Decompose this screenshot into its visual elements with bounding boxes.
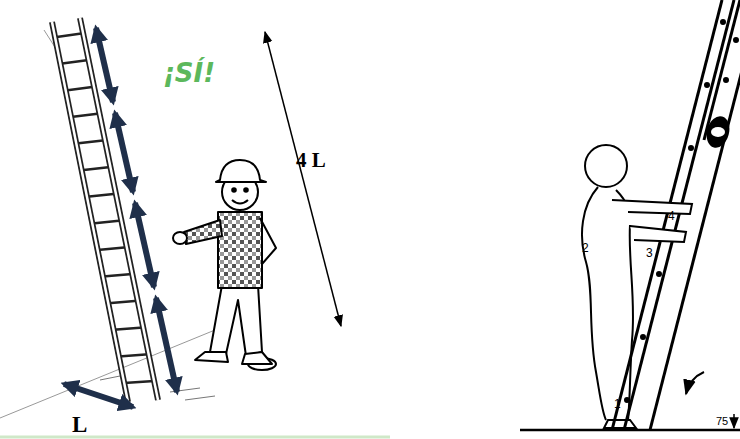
callout-number: 4 [668, 210, 675, 222]
ladder-rail [80, 18, 158, 400]
smile [232, 200, 248, 204]
foot [604, 420, 636, 428]
ground-line [520, 429, 740, 432]
measure-arrow [115, 113, 133, 192]
angle-arrow [686, 372, 704, 394]
hand [173, 232, 187, 244]
ladder-tag [703, 114, 733, 151]
right-panel [520, 0, 740, 430]
tick-arrow [733, 414, 735, 428]
measure-arrow [156, 298, 177, 392]
measure-arrow [96, 28, 113, 102]
eye [232, 188, 236, 192]
floor-lines [0, 30, 390, 437]
floor-line [0, 330, 215, 418]
pointing-arm [184, 220, 222, 244]
ladder-rail-inner [80, 18, 158, 400]
callout-number: 2 [582, 242, 589, 254]
dimension-label: 4 L [296, 150, 326, 171]
segment-arrows [64, 28, 341, 407]
hat [216, 160, 266, 182]
body-outline [582, 187, 633, 420]
floor-dash [100, 376, 120, 380]
ladder-rail [624, 0, 734, 430]
upper-arm [612, 200, 692, 214]
ladder-rungs [55, 33, 154, 383]
head [585, 145, 627, 187]
shoe [242, 352, 272, 364]
base-arrow [64, 384, 133, 407]
angle-label: 75 [716, 416, 728, 427]
worker [173, 160, 276, 370]
dimension-label: L [72, 413, 87, 436]
measure-arrow [135, 203, 154, 287]
eye [244, 188, 248, 192]
shoe [195, 352, 228, 362]
ladder-rail [650, 0, 740, 430]
hip-arm [260, 218, 276, 264]
ladder-tag-window [711, 127, 725, 137]
lower-arm [630, 226, 686, 242]
trousers [210, 285, 262, 356]
approval-text: ¡SÍ! [163, 60, 215, 86]
length-arrow [265, 32, 341, 326]
floor-dash [185, 396, 215, 400]
callout-number: 1 [614, 398, 621, 410]
ladder [52, 18, 158, 402]
shirt [218, 212, 262, 288]
bottom-bar [0, 436, 390, 439]
callout-number: 3 [646, 247, 653, 259]
